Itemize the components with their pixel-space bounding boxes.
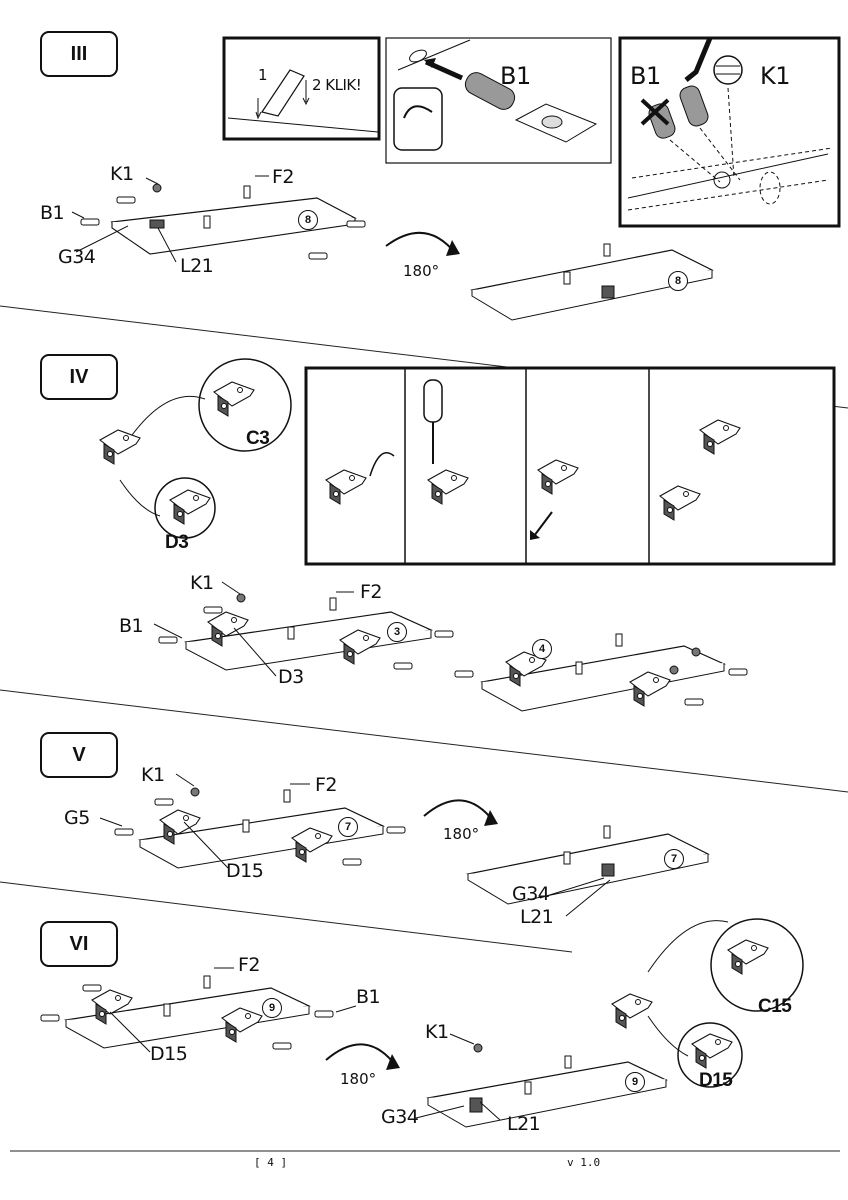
- part-label-k1-right: K1: [760, 62, 791, 90]
- part-label-b1: B1: [356, 986, 381, 1008]
- part-label-g34: G34: [381, 1106, 419, 1128]
- step-badge-6: VI: [40, 921, 118, 967]
- rotate-label: 180°: [443, 825, 480, 843]
- part-label-g5: G5: [64, 807, 90, 829]
- part-label-l21: L21: [180, 255, 214, 277]
- part-label-g34: G34: [512, 883, 550, 905]
- hinge-label-c15: C15: [758, 996, 792, 1017]
- klik-step-2: 2 KLIK!: [312, 76, 362, 94]
- panel-number: 8: [298, 210, 318, 230]
- part-label-k1: K1: [141, 764, 165, 786]
- rotate-label: 180°: [403, 262, 440, 280]
- hinge-label-c3: C3: [246, 428, 270, 449]
- part-label-f2: F2: [360, 581, 383, 603]
- step-badge-4: IV: [40, 354, 118, 400]
- page-number: [ 4 ]: [254, 1156, 288, 1169]
- panel-number: 9: [262, 998, 282, 1018]
- part-label-d15: D15: [150, 1043, 188, 1065]
- rotate-label: 180°: [340, 1070, 377, 1088]
- part-label-d15: D15: [226, 860, 264, 882]
- panel-number: 7: [338, 817, 358, 837]
- hinge-label-d15: D15: [699, 1070, 733, 1091]
- part-label-b1: B1: [119, 615, 144, 637]
- part-label-f2: F2: [272, 166, 295, 188]
- part-label-l21: L21: [507, 1113, 541, 1135]
- part-label-b1-wrong: B1: [630, 62, 661, 90]
- part-label-f2: F2: [238, 954, 261, 976]
- step-badge-3: III: [40, 31, 118, 77]
- hinge-label-d3: D3: [165, 532, 189, 553]
- panel-number-flipped: 8: [668, 271, 688, 291]
- part-label-b1-insert: B1: [500, 62, 531, 90]
- step-badge-5: V: [40, 732, 118, 778]
- klik-step-1: 1: [258, 66, 268, 84]
- part-label-b1: B1: [40, 202, 65, 224]
- part-label-k1: K1: [190, 572, 214, 594]
- panel-number-flipped: 9: [625, 1072, 645, 1092]
- part-label-g34: G34: [58, 246, 96, 268]
- part-label-f2: F2: [315, 774, 338, 796]
- part-label-k1: K1: [425, 1021, 449, 1043]
- version-label: v 1.0: [567, 1156, 601, 1169]
- part-label-k1: K1: [110, 163, 134, 185]
- panel-number-b: 4: [532, 639, 552, 659]
- part-label-d3: D3: [278, 666, 304, 688]
- panel-number-flipped: 7: [664, 849, 684, 869]
- panel-number-a: 3: [387, 622, 407, 642]
- part-label-l21: L21: [520, 906, 554, 928]
